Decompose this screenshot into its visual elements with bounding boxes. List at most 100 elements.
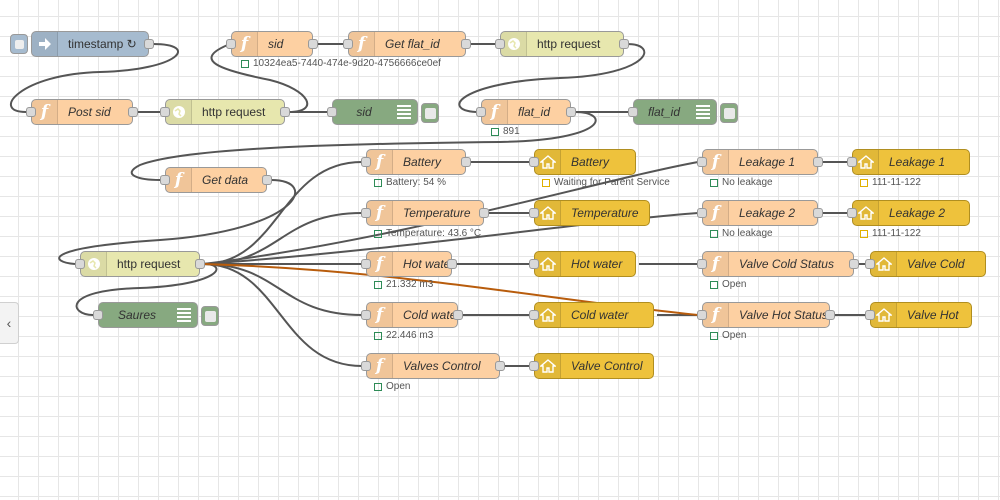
leakage2-ha-node[interactable]: Leakage 2 (847, 200, 970, 226)
sid-function-node[interactable]: f sid (226, 31, 318, 57)
input-port[interactable] (529, 259, 539, 269)
output-port[interactable] (195, 259, 205, 269)
leakage2-function-node[interactable]: f Leakage 2 (697, 200, 823, 226)
output-port[interactable] (144, 39, 154, 49)
http-request-node-main[interactable]: http request (75, 251, 205, 277)
input-port[interactable] (847, 157, 857, 167)
valve-cold-ha-node[interactable]: Valve Cold (865, 251, 986, 277)
battery-function-node[interactable]: f Battery (361, 149, 471, 175)
input-port[interactable] (226, 39, 236, 49)
flat-id-function-node[interactable]: f flat_id (476, 99, 576, 125)
output-port[interactable] (566, 107, 576, 117)
node-label: http request (117, 257, 181, 271)
node-label: Valve Cold (907, 257, 965, 271)
hot-water-status: 21.332 m3 (374, 279, 433, 290)
valve-hot-status-function-node[interactable]: f Valve Hot Status (697, 302, 835, 328)
output-port[interactable] (813, 208, 823, 218)
input-port[interactable] (697, 259, 707, 269)
cold-water-function-node[interactable]: f Cold water (361, 302, 463, 328)
input-port[interactable] (495, 39, 505, 49)
input-port[interactable] (26, 107, 36, 117)
input-port[interactable] (361, 361, 371, 371)
valve-control-ha-node[interactable]: Valve Control (529, 353, 654, 379)
output-port[interactable] (461, 39, 471, 49)
output-port[interactable] (849, 259, 859, 269)
output-port[interactable] (128, 107, 138, 117)
get-flat-id-function-node[interactable]: f Get flat_id (343, 31, 471, 57)
input-port[interactable] (361, 310, 371, 320)
debug-toggle-button[interactable] (201, 306, 219, 326)
http-request-node-top[interactable]: http request (495, 31, 629, 57)
temperature-ha-node[interactable]: Temperature (529, 200, 650, 226)
output-port[interactable] (280, 107, 290, 117)
output-port[interactable] (447, 259, 457, 269)
input-port[interactable] (697, 310, 707, 320)
input-port[interactable] (529, 157, 539, 167)
input-port[interactable] (865, 259, 875, 269)
leakage1-ha-node[interactable]: Leakage 1 (847, 149, 970, 175)
leakage2-status: No leakage (710, 228, 773, 239)
input-port[interactable] (327, 107, 337, 117)
hot-water-function-node[interactable]: f Hot water (361, 251, 457, 277)
post-sid-function-node[interactable]: f Post sid (26, 99, 138, 125)
status-dot (241, 59, 249, 68)
input-port[interactable] (529, 310, 539, 320)
input-port[interactable] (529, 361, 539, 371)
node-label: Valve Hot Status (739, 308, 828, 322)
input-port[interactable] (628, 107, 638, 117)
valve-cold-status-function-node[interactable]: f Valve Cold Status (697, 251, 859, 277)
timestamp-inject-node[interactable]: timestamp ↻ (10, 31, 154, 57)
node-label: Leakage 1 (739, 155, 796, 169)
battery-ha-node[interactable]: Battery (529, 149, 636, 175)
get-data-function-node[interactable]: f Get data (160, 167, 272, 193)
valve-hot-ha-node[interactable]: Valve Hot (865, 302, 972, 328)
output-port[interactable] (825, 310, 835, 320)
function-icon: f (703, 303, 729, 327)
output-port[interactable] (479, 208, 489, 218)
status-text: 22.446 m3 (386, 330, 434, 341)
input-port[interactable] (93, 310, 103, 320)
input-port[interactable] (160, 107, 170, 117)
flat-id-debug-node[interactable]: flat_id (628, 99, 738, 125)
input-port[interactable] (697, 157, 707, 167)
input-port[interactable] (343, 39, 353, 49)
input-port[interactable] (361, 208, 371, 218)
sidebar-collapse-button[interactable]: ‹ (0, 302, 19, 344)
input-port[interactable] (476, 107, 486, 117)
output-port[interactable] (813, 157, 823, 167)
input-port[interactable] (160, 175, 170, 185)
output-port[interactable] (619, 39, 629, 49)
status-dot (710, 178, 718, 187)
output-port[interactable] (262, 175, 272, 185)
input-port[interactable] (361, 157, 371, 167)
output-port[interactable] (453, 310, 463, 320)
valve-hot-status-status: Open (710, 330, 746, 341)
hot-water-ha-node[interactable]: Hot water (529, 251, 636, 277)
input-port[interactable] (697, 208, 707, 218)
sid-debug-node[interactable]: sid (327, 99, 439, 125)
input-port[interactable] (847, 208, 857, 218)
home-icon (535, 201, 561, 225)
cold-water-ha-node[interactable]: Cold water (529, 302, 654, 328)
leakage1-function-node[interactable]: f Leakage 1 (697, 149, 823, 175)
http-request-node-row2[interactable]: http request (160, 99, 290, 125)
output-port[interactable] (308, 39, 318, 49)
status-dot (491, 127, 499, 136)
temperature-function-node[interactable]: f Temperature (361, 200, 489, 226)
valves-control-function-node[interactable]: f Valves Control (361, 353, 505, 379)
output-port[interactable] (461, 157, 471, 167)
function-icon: f (349, 32, 375, 56)
input-port[interactable] (75, 259, 85, 269)
node-label: Temperature (571, 206, 639, 220)
debug-toggle-button[interactable] (421, 103, 439, 123)
saures-debug-node[interactable]: Saures (93, 302, 219, 328)
wire (202, 263, 363, 316)
input-port[interactable] (361, 259, 371, 269)
input-port[interactable] (865, 310, 875, 320)
inject-button[interactable] (10, 34, 28, 54)
output-port[interactable] (495, 361, 505, 371)
input-port[interactable] (529, 208, 539, 218)
home-icon (871, 252, 897, 276)
debug-toggle-button[interactable] (720, 103, 738, 123)
